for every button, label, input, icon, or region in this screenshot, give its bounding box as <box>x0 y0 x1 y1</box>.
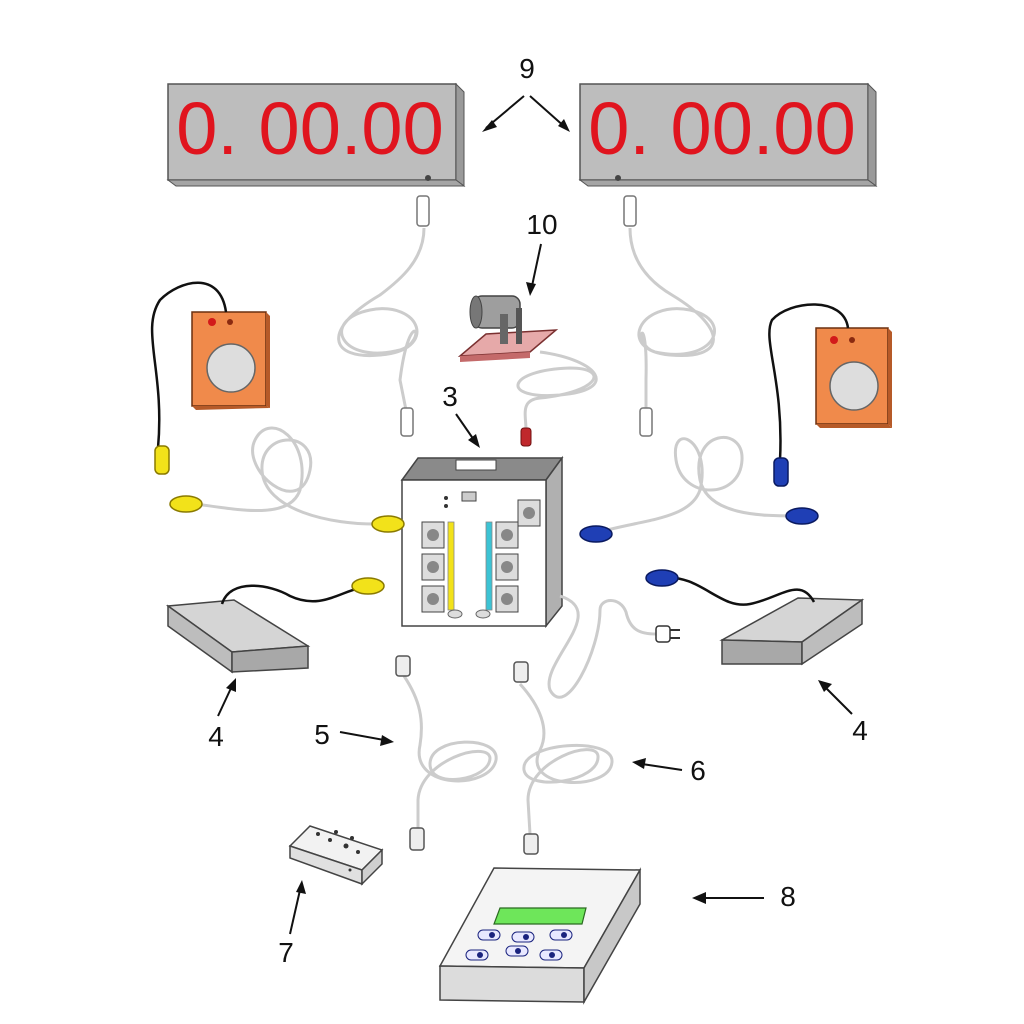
control-box-icon <box>400 455 564 629</box>
motor-cable <box>516 350 598 431</box>
callout-6: 6 <box>690 755 706 786</box>
display-cable-left <box>337 227 426 411</box>
callout-7: 7 <box>278 937 294 968</box>
motor-icon <box>457 295 559 362</box>
start-plate-right <box>815 327 892 428</box>
callout-4-left: 4 <box>208 721 224 752</box>
cable-5 <box>402 675 498 828</box>
scoreboard-display-left: 0. 00.00 <box>166 82 466 187</box>
keypad-block-icon <box>288 825 384 886</box>
cable-6 <box>518 682 614 835</box>
callout-5: 5 <box>314 719 330 750</box>
right-display-value: 0. 00.00 <box>588 87 855 170</box>
start-plate-left-cable <box>150 281 228 449</box>
callout-8: 8 <box>780 881 796 912</box>
timing-console-icon <box>438 867 642 1005</box>
start-plate-left <box>191 311 270 410</box>
touch-pad-right <box>719 597 865 666</box>
power-plug-icon <box>655 625 680 643</box>
start-plate-right-cable <box>768 303 850 461</box>
touch-pad-left <box>165 599 311 674</box>
callout-3: 3 <box>442 381 458 412</box>
display-cable-right <box>628 227 716 410</box>
left-display-value: 0. 00.00 <box>176 87 443 170</box>
callout-9-arrows <box>485 95 567 129</box>
scoreboard-display-right: 0. 00.00 <box>578 82 878 187</box>
callout-4-right: 4 <box>852 715 868 746</box>
power-cable <box>547 594 657 699</box>
callout-9: 9 <box>519 53 535 84</box>
blue-extension-cable <box>599 435 797 534</box>
yellow-extension-cable <box>195 426 381 526</box>
callout-10: 10 <box>526 209 557 240</box>
